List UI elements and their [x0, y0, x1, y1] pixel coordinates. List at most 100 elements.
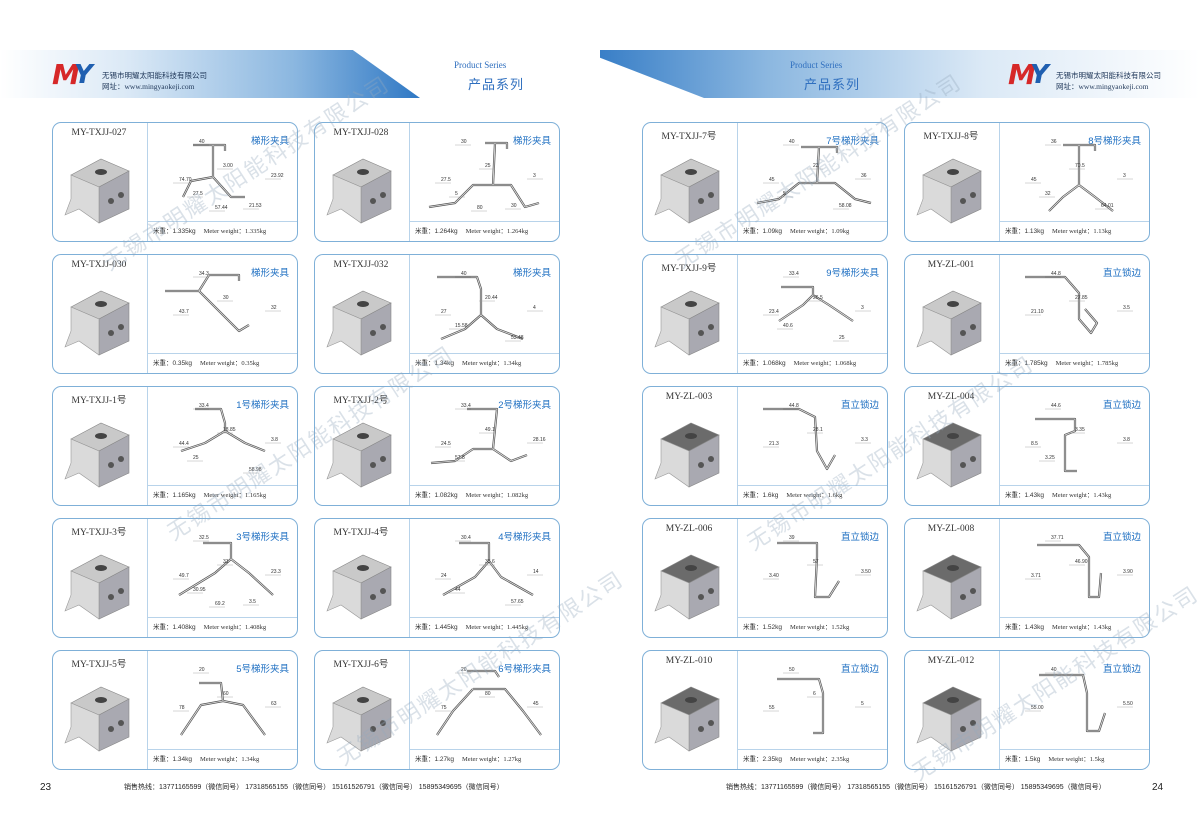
bolt-hole-icon [118, 720, 124, 726]
product-code: MY-TXJJ-028 [333, 128, 389, 138]
dimension-label: 21.10 [1031, 309, 1044, 315]
dimension-label: 39 [789, 535, 795, 541]
bolt-hole-icon [108, 462, 114, 468]
dimension-label: 3 [533, 173, 536, 179]
divider [147, 617, 297, 618]
product-category: 直立锁边 [1102, 268, 1141, 279]
photo-side-face [64, 174, 100, 224]
bolt-hole-icon [970, 324, 976, 330]
product-code: MY-ZL-012 [927, 656, 975, 666]
technical-drawing: 44.63.88.53.353.25 [1025, 403, 1133, 473]
weight-en: Meter weight：1.5kg [1048, 756, 1105, 763]
photo-side-face [654, 306, 690, 356]
divider [999, 749, 1149, 750]
divider [147, 651, 148, 769]
dimension-label: 64.01 [1101, 203, 1114, 209]
right-page: Product Series 产品系列 M Y 无锡市明耀太阳能科技有限公司 网… [600, 0, 1200, 820]
dimension-label: 63 [271, 701, 277, 707]
dimension-label: 20.44 [485, 295, 498, 301]
profile-outline [1037, 543, 1103, 599]
bolt-hole-icon [708, 192, 714, 198]
profile-outline [1025, 275, 1099, 335]
dimension-label: 45 [1031, 177, 1037, 183]
weight-en: Meter weight：1.13kg [1052, 228, 1112, 235]
product-code: MY-TXJJ-9号 [661, 264, 717, 274]
product-category: 6号梯形夹具 [498, 664, 551, 675]
profile-inner [1048, 144, 1114, 212]
product-code: MY-ZL-001 [927, 260, 975, 270]
bolt-hole-icon [960, 198, 966, 204]
company-url: 网址：www.mingyaokeji.com [102, 82, 195, 91]
dimension-label: 3.90 [1123, 569, 1133, 575]
dimension-label: 8.5 [1031, 441, 1038, 447]
dimension-label: 69.2 [215, 601, 225, 607]
photo-side-face [654, 438, 690, 488]
photo-side-face [64, 306, 100, 356]
logo-letter-m: M [52, 58, 80, 91]
profile-outline [1039, 673, 1107, 733]
profile-outline [777, 541, 840, 599]
product-photo [64, 158, 130, 224]
product-code: MY-ZL-006 [665, 524, 713, 534]
dimension-label: 27.5 [441, 177, 451, 183]
divider [409, 519, 410, 637]
divider [409, 387, 410, 505]
divider [409, 221, 559, 222]
divider [737, 617, 887, 618]
photo-side-face [654, 174, 690, 224]
bolt-hole-icon [118, 324, 124, 330]
bolt-hole-icon [380, 588, 386, 594]
profile-inner [442, 542, 534, 596]
dimension-label: 55.00 [1031, 705, 1044, 711]
profile-inner [777, 542, 840, 598]
profile-inner [777, 678, 824, 734]
dimension-label: 40 [461, 271, 467, 277]
dimension-label: 5 [783, 191, 786, 197]
divider [737, 485, 887, 486]
dimension-label: 24.5 [441, 441, 451, 447]
divider [147, 387, 148, 505]
weight-cn: 米重：1.34kg [415, 360, 455, 367]
product-category: 直立锁边 [1102, 532, 1141, 543]
bolt-hole-icon [380, 720, 386, 726]
slot-hole-icon [95, 433, 107, 439]
profile-inner [178, 542, 274, 596]
company-name: 无锡市明耀太阳能科技有限公司 [1056, 71, 1161, 80]
profile-inner [1025, 276, 1098, 334]
product-photo [326, 686, 392, 752]
divider [999, 123, 1000, 241]
product-photo [654, 290, 720, 356]
bolt-hole-icon [380, 456, 386, 462]
dimension-label: 58.98 [249, 467, 262, 473]
dimension-label: 5 [861, 701, 864, 707]
divider [999, 353, 1149, 354]
bolt-hole-icon [698, 594, 704, 600]
brand-logo-icon: M Y [52, 58, 96, 92]
slot-hole-icon [685, 169, 697, 175]
product-code: MY-TXJJ-3号 [71, 528, 127, 538]
dimension-label: 18.85 [223, 427, 236, 433]
dimension-label: 20 [199, 667, 205, 673]
profile-inner [165, 274, 250, 332]
company-info: 无锡市明耀太阳能科技有限公司 网址：www.mingyaokeji.com [1056, 70, 1161, 92]
profile-outline [165, 273, 250, 333]
slot-hole-icon [947, 433, 959, 439]
dimension-label: 33.4 [789, 271, 799, 277]
profile-outline [763, 407, 836, 471]
dimension-label: 44.4 [179, 441, 189, 447]
dimension-label: 44.6 [1051, 403, 1061, 409]
photo-side-face [916, 570, 952, 620]
